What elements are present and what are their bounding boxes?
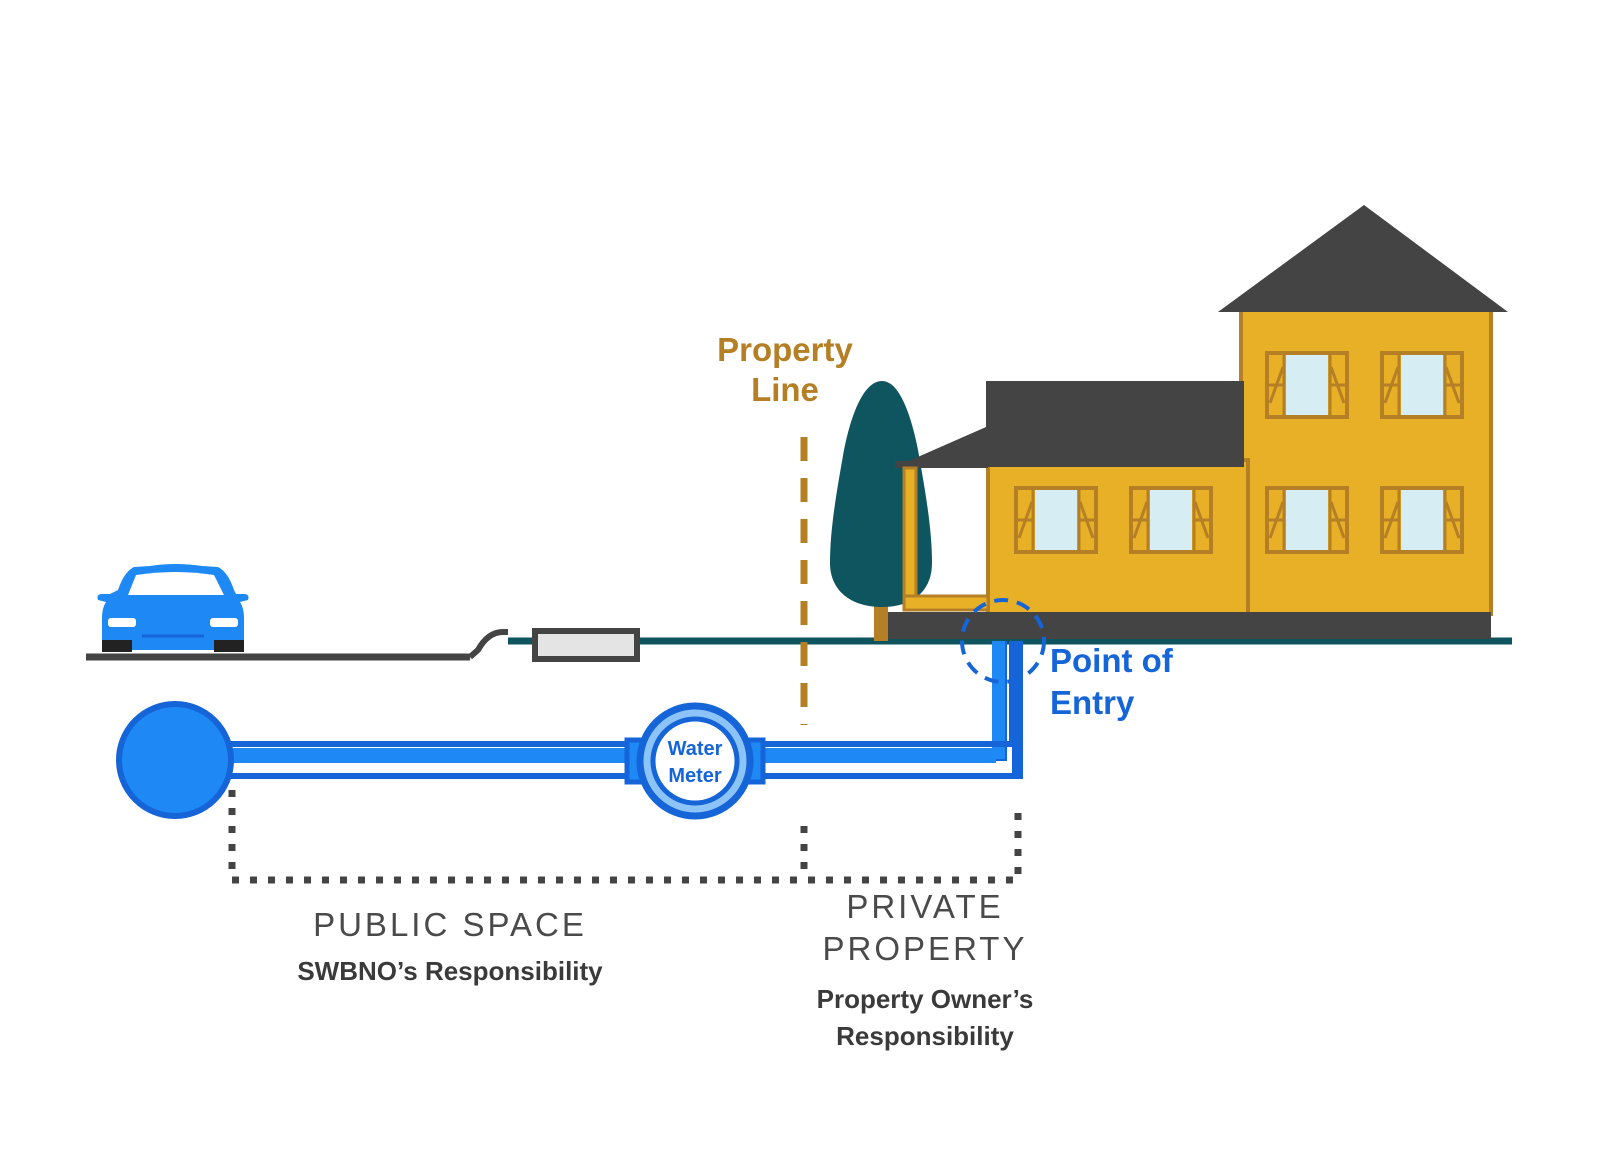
window xyxy=(1380,486,1464,554)
point-of-entry-label: Point of Entry xyxy=(1050,642,1173,721)
public-space-responsibility: SWBNO’s Responsibility xyxy=(297,956,603,986)
window xyxy=(1129,486,1213,554)
water-meter-label: Water Meter xyxy=(667,738,723,787)
private-property-title: PRIVATE PROPERTY xyxy=(822,888,1028,967)
house-icon xyxy=(888,205,1508,639)
curb-line xyxy=(468,629,508,660)
window xyxy=(1380,351,1464,419)
public-space-title: PUBLIC SPACE xyxy=(313,906,587,943)
point-of-entry-marker xyxy=(960,598,1046,684)
water-main-icon xyxy=(116,701,234,819)
window xyxy=(1265,351,1349,419)
window xyxy=(1014,486,1098,554)
sidewalk-box xyxy=(532,628,640,662)
private-property-responsibility: Property Owner’s Responsibility xyxy=(816,984,1034,1051)
window xyxy=(1265,486,1349,554)
service-pipe xyxy=(220,641,1023,779)
car-icon xyxy=(97,564,249,652)
water-meter-icon xyxy=(624,702,766,820)
responsibility-brackets xyxy=(228,790,1022,884)
property-line-label: Property Line xyxy=(717,331,853,408)
